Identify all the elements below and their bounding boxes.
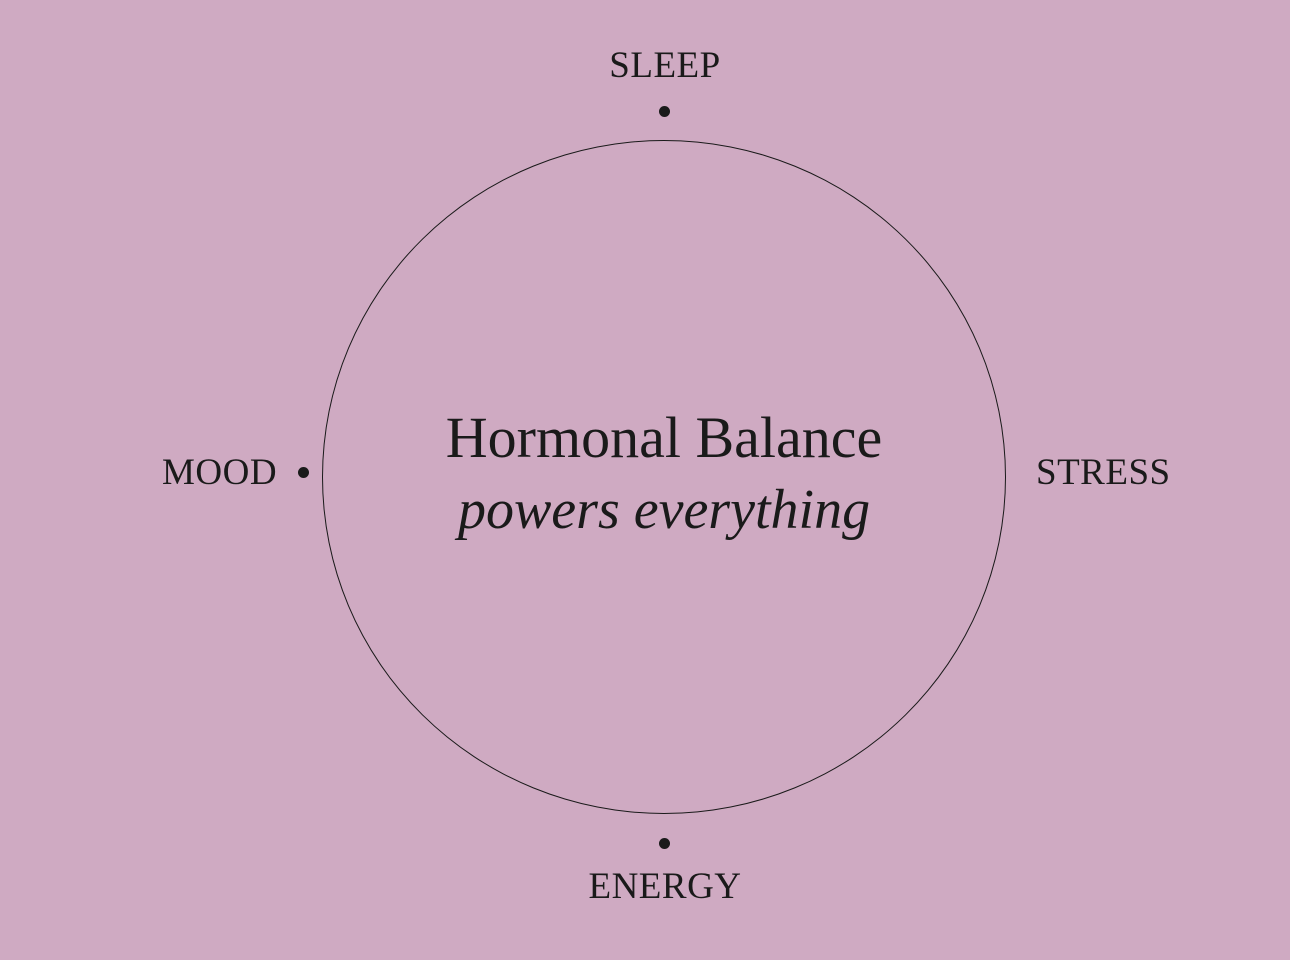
energy-label: ENERGY xyxy=(588,866,742,907)
mood-label: MOOD xyxy=(162,452,278,493)
sleep-node-dot xyxy=(659,106,670,117)
center-headline: Hormonal Balance xyxy=(445,405,883,470)
center-tagline: powers everything xyxy=(457,479,871,541)
sleep-label: SLEEP xyxy=(609,45,721,86)
energy-node-dot xyxy=(659,838,670,849)
stress-label: STRESS xyxy=(1036,452,1171,493)
balance-circle xyxy=(322,140,1006,814)
mood-node-dot xyxy=(298,467,309,478)
